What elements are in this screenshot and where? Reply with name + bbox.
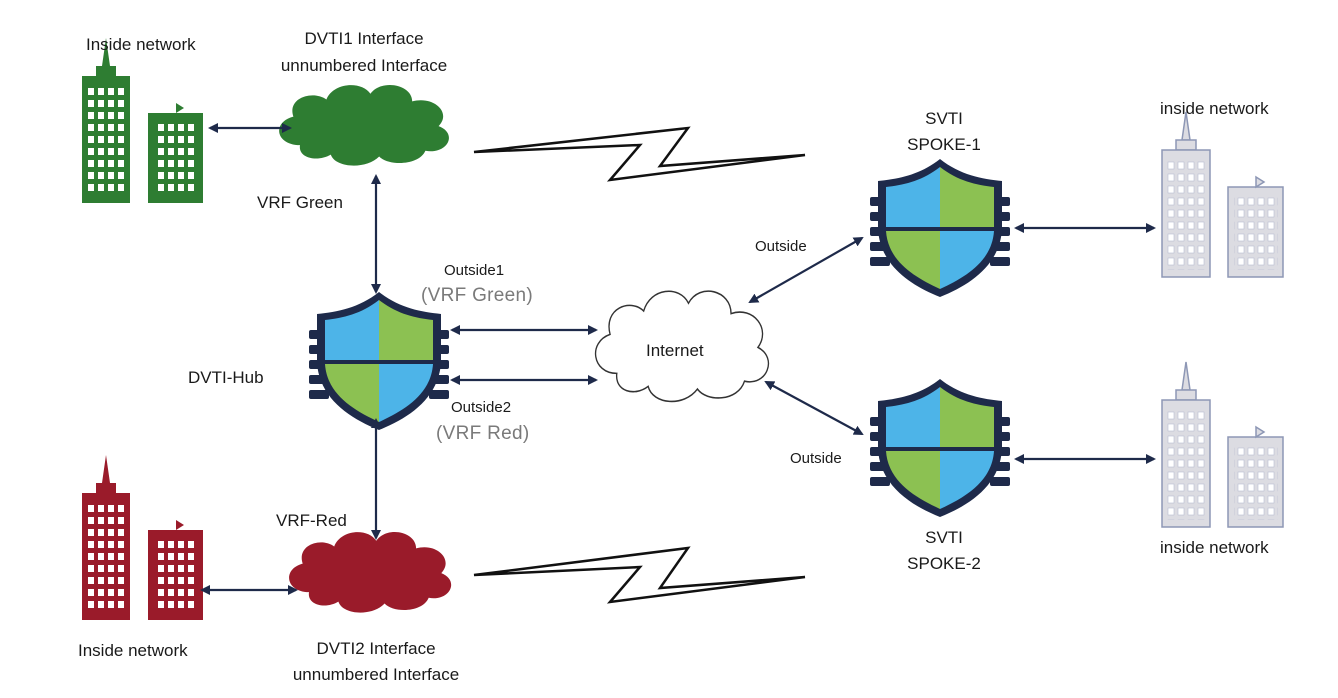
green-interface-label-line1: DVTI1 Interface	[304, 29, 424, 48]
hub-firewall-icon	[309, 292, 449, 430]
spoke2-inside-network-label: inside network	[1160, 538, 1269, 557]
red-lightning-link-icon	[473, 546, 806, 604]
outside2-label: Outside2	[451, 399, 512, 416]
green-lightning-link-icon	[473, 126, 806, 182]
internet-label: Internet	[646, 341, 704, 360]
red-cloud-icon	[289, 531, 452, 613]
outside1-vrf-label: (VRF Green)	[421, 285, 534, 306]
red-interface-label-line1: DVTI2 Interface	[316, 639, 436, 658]
spoke1-label-line1: SVTI	[925, 109, 963, 128]
spoke1-inside-network-label: inside network	[1160, 99, 1269, 118]
spoke1-building-icon	[1161, 111, 1284, 278]
outside1-label: Outside1	[444, 262, 505, 279]
green-cloud-icon	[279, 84, 449, 166]
spoke2-outside-label: Outside	[790, 450, 842, 467]
red-interface-label-line2: unnumbered Interface	[292, 665, 460, 684]
vrf-red-label: VRF-Red	[276, 511, 347, 530]
red-building-icon	[82, 455, 203, 620]
hub-label: DVTI-Hub	[188, 368, 264, 387]
outside2-vrf-label: (VRF Red)	[436, 423, 530, 444]
spoke1-firewall-icon	[870, 159, 1010, 297]
green-interface-label-line2: unnumbered Interface	[280, 56, 448, 75]
internet-to-spoke1-link	[748, 237, 864, 303]
red-inside-network-label: Inside network	[78, 641, 188, 660]
green-inside-network-label: Inside network	[86, 35, 196, 54]
spoke2-label-line1: SVTI	[925, 528, 963, 547]
spoke1-outside-label: Outside	[755, 238, 807, 255]
spoke2-firewall-icon	[870, 379, 1010, 517]
spoke1-label-line2: SPOKE-1	[907, 135, 981, 154]
vrf-green-label: VRF Green	[257, 193, 343, 212]
internet-to-spoke2-link	[764, 381, 864, 435]
green-building-icon	[82, 38, 203, 203]
spoke2-label-line2: SPOKE-2	[907, 554, 981, 573]
spoke2-building-icon	[1161, 361, 1284, 528]
